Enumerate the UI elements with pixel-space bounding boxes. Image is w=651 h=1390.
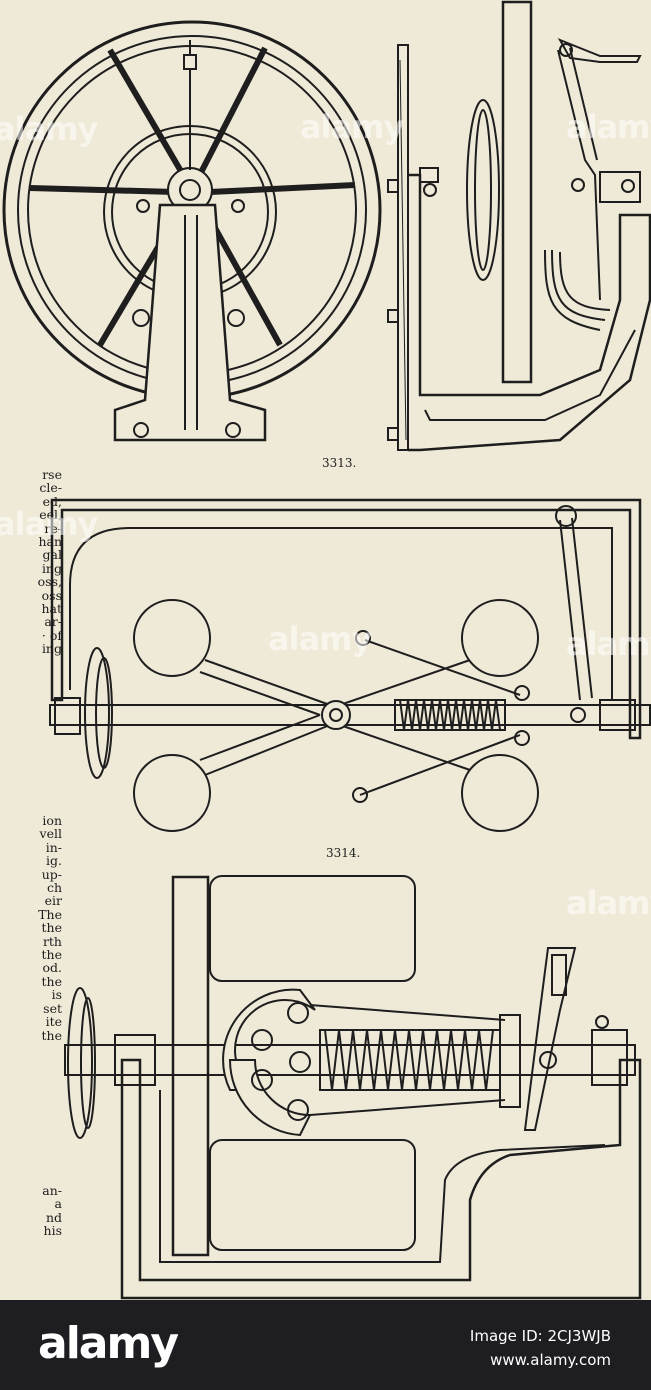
watermark: alamy (566, 108, 651, 146)
side-elevation-drawing (387, 0, 651, 452)
plan-view-drawing (49, 498, 651, 832)
stock-footer-bar: alamy Image ID: 2CJ3WJB www.alamy.com (0, 1300, 651, 1390)
image-info: Image ID: 2CJ3WJB www.alamy.com (470, 1324, 611, 1372)
margin-text-block: rse cle- ed, eel, re- han gal ing oss, o… (37, 467, 62, 657)
image-id: Image ID: 2CJ3WJB (469, 1327, 611, 1345)
figure-caption-3313: 3313. (322, 456, 357, 470)
engraving-plate (2, 0, 651, 1300)
watermark: alamy (0, 110, 98, 148)
site-url[interactable]: www.alamy.com (490, 1351, 611, 1369)
watermark: alamy (566, 884, 651, 922)
elevation-drawing (64, 875, 642, 1300)
watermark: alamy (0, 505, 98, 543)
watermark: alamy (300, 108, 404, 146)
alamy-logo[interactable]: alamy (38, 1318, 179, 1369)
figure-caption-3314: 3314. (326, 846, 361, 860)
watermark: alamy (566, 625, 651, 663)
margin-text-block: ion vell in- ig. up- ch eir The the rth … (38, 813, 62, 1043)
watermark: alamy (268, 620, 372, 658)
flywheel-drawing (2, 20, 382, 442)
margin-text-block: an- a nd his (42, 1183, 62, 1239)
